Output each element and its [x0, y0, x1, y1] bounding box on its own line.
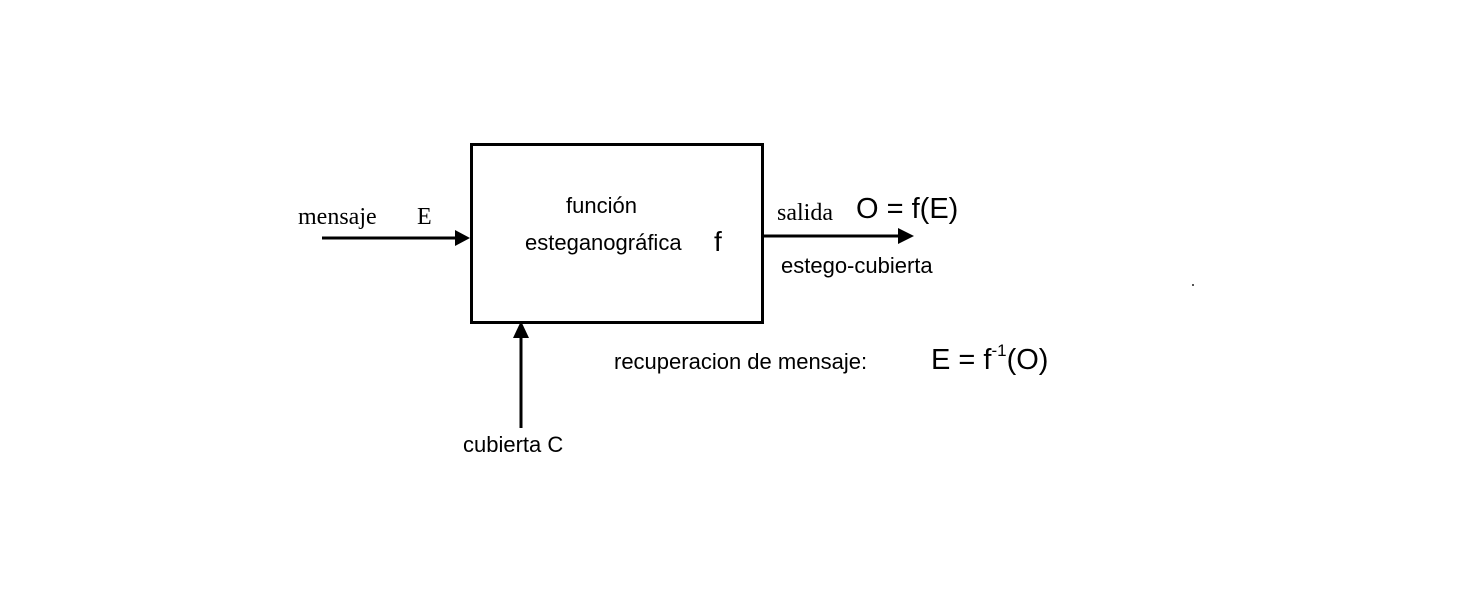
block-title-line2: esteganográfica	[525, 230, 682, 255]
stray-dot	[1192, 284, 1194, 286]
output-label: salida	[777, 200, 833, 226]
steganographic-function-block	[470, 143, 764, 324]
block-title-line1: función	[566, 193, 637, 218]
recovery-formula-lhs: E = f	[931, 344, 992, 376]
input-symbol: E	[417, 204, 432, 230]
output-arrow	[763, 228, 914, 244]
cover-arrow	[513, 321, 529, 428]
recovery-label: recuperacion de mensaje:	[614, 349, 868, 374]
block-function-symbol: f	[714, 226, 722, 257]
output-formula: O = f(E)	[856, 193, 959, 225]
recovery-formula-rhs: (O)	[1006, 344, 1049, 376]
input-label: mensaje	[298, 204, 377, 230]
recovery-formula-exponent: -1	[991, 341, 1007, 360]
cover-label: cubierta C	[463, 432, 564, 457]
output-sublabel: estego-cubierta	[781, 253, 933, 278]
recovery-formula: E = f-1(O)	[931, 342, 1049, 376]
input-arrow	[322, 230, 470, 246]
